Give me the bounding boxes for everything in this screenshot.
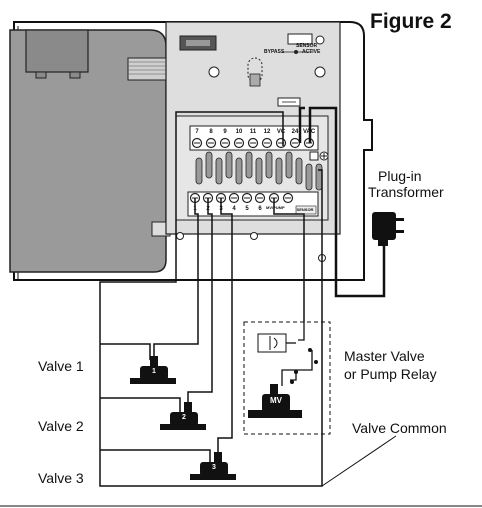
ground-symbol <box>309 151 319 161</box>
bottom-terminal-label: MV/PUMP <box>266 205 285 210</box>
transformer-label-line2: Transformer <box>368 184 444 200</box>
valve-3-number: 3 <box>212 464 216 471</box>
valve-3-label: Valve 3 <box>38 470 84 486</box>
vent-slots <box>195 151 323 191</box>
top-terminal-label: 10 <box>235 129 243 135</box>
top-terminal-label: 11 <box>249 129 257 135</box>
valve-2-number: 2 <box>182 414 186 421</box>
sensor-label: SENSOR <box>296 43 318 49</box>
sensor-switch-box <box>287 33 313 45</box>
valve-1-label: Valve 1 <box>38 358 84 374</box>
master-valve-label-line1: Master Valve <box>344 348 425 364</box>
master-valve-label-line2: or Pump Relay <box>344 366 437 382</box>
active-label: ACTIVE <box>302 49 321 55</box>
transformer-cord <box>308 106 386 298</box>
valve-common-label: Valve Common <box>352 420 447 436</box>
bottom-terminal-label: 5 <box>245 206 249 212</box>
top-terminal-label: 12 <box>263 129 271 135</box>
top-terminal-label: VAC <box>303 129 316 135</box>
master-valve-tag: MV <box>270 396 282 405</box>
bypass-label: BYPASS <box>264 49 285 55</box>
bottom-terminal-label: 1 <box>193 206 197 212</box>
controller-door <box>9 29 167 273</box>
field-wires <box>99 111 323 487</box>
top-terminal-label: 9 <box>223 129 227 135</box>
pump-relay-graphic <box>257 333 287 353</box>
master-valve-graphic <box>248 384 302 418</box>
plug-in-transformer <box>372 212 404 246</box>
top-terminal-label: VC <box>276 129 286 135</box>
sensor-jumper <box>247 57 263 83</box>
bottom-terminal-label: 6 <box>258 206 262 212</box>
top-terminal-label: 8 <box>209 129 213 135</box>
top-terminal-label: 24 <box>291 129 299 135</box>
bottom-terminal-label: 2 <box>206 206 210 212</box>
valve-common-leader <box>321 435 397 487</box>
valve-3-graphic <box>190 452 236 480</box>
transformer-label-line1: Plug-in <box>378 168 422 184</box>
bottom-terminal-label: 3 <box>219 206 223 212</box>
master-valve-dashed-box <box>243 321 331 435</box>
valve-1-number: 1 <box>152 368 156 375</box>
controller-cabinet-outline <box>13 21 373 281</box>
door-battery-compartment <box>25 29 89 73</box>
top-terminal-label: 7 <box>195 129 199 135</box>
figure-title: Figure 2 <box>370 10 452 33</box>
valve-2-graphic <box>160 402 206 430</box>
bottom-terminal-label: 4 <box>232 206 236 212</box>
valve-2-label: Valve 2 <box>38 418 84 434</box>
valve-1-graphic <box>130 356 176 384</box>
bottom-terminal-label: SENSOR <box>296 207 314 212</box>
top-terminal-screws <box>191 137 315 149</box>
